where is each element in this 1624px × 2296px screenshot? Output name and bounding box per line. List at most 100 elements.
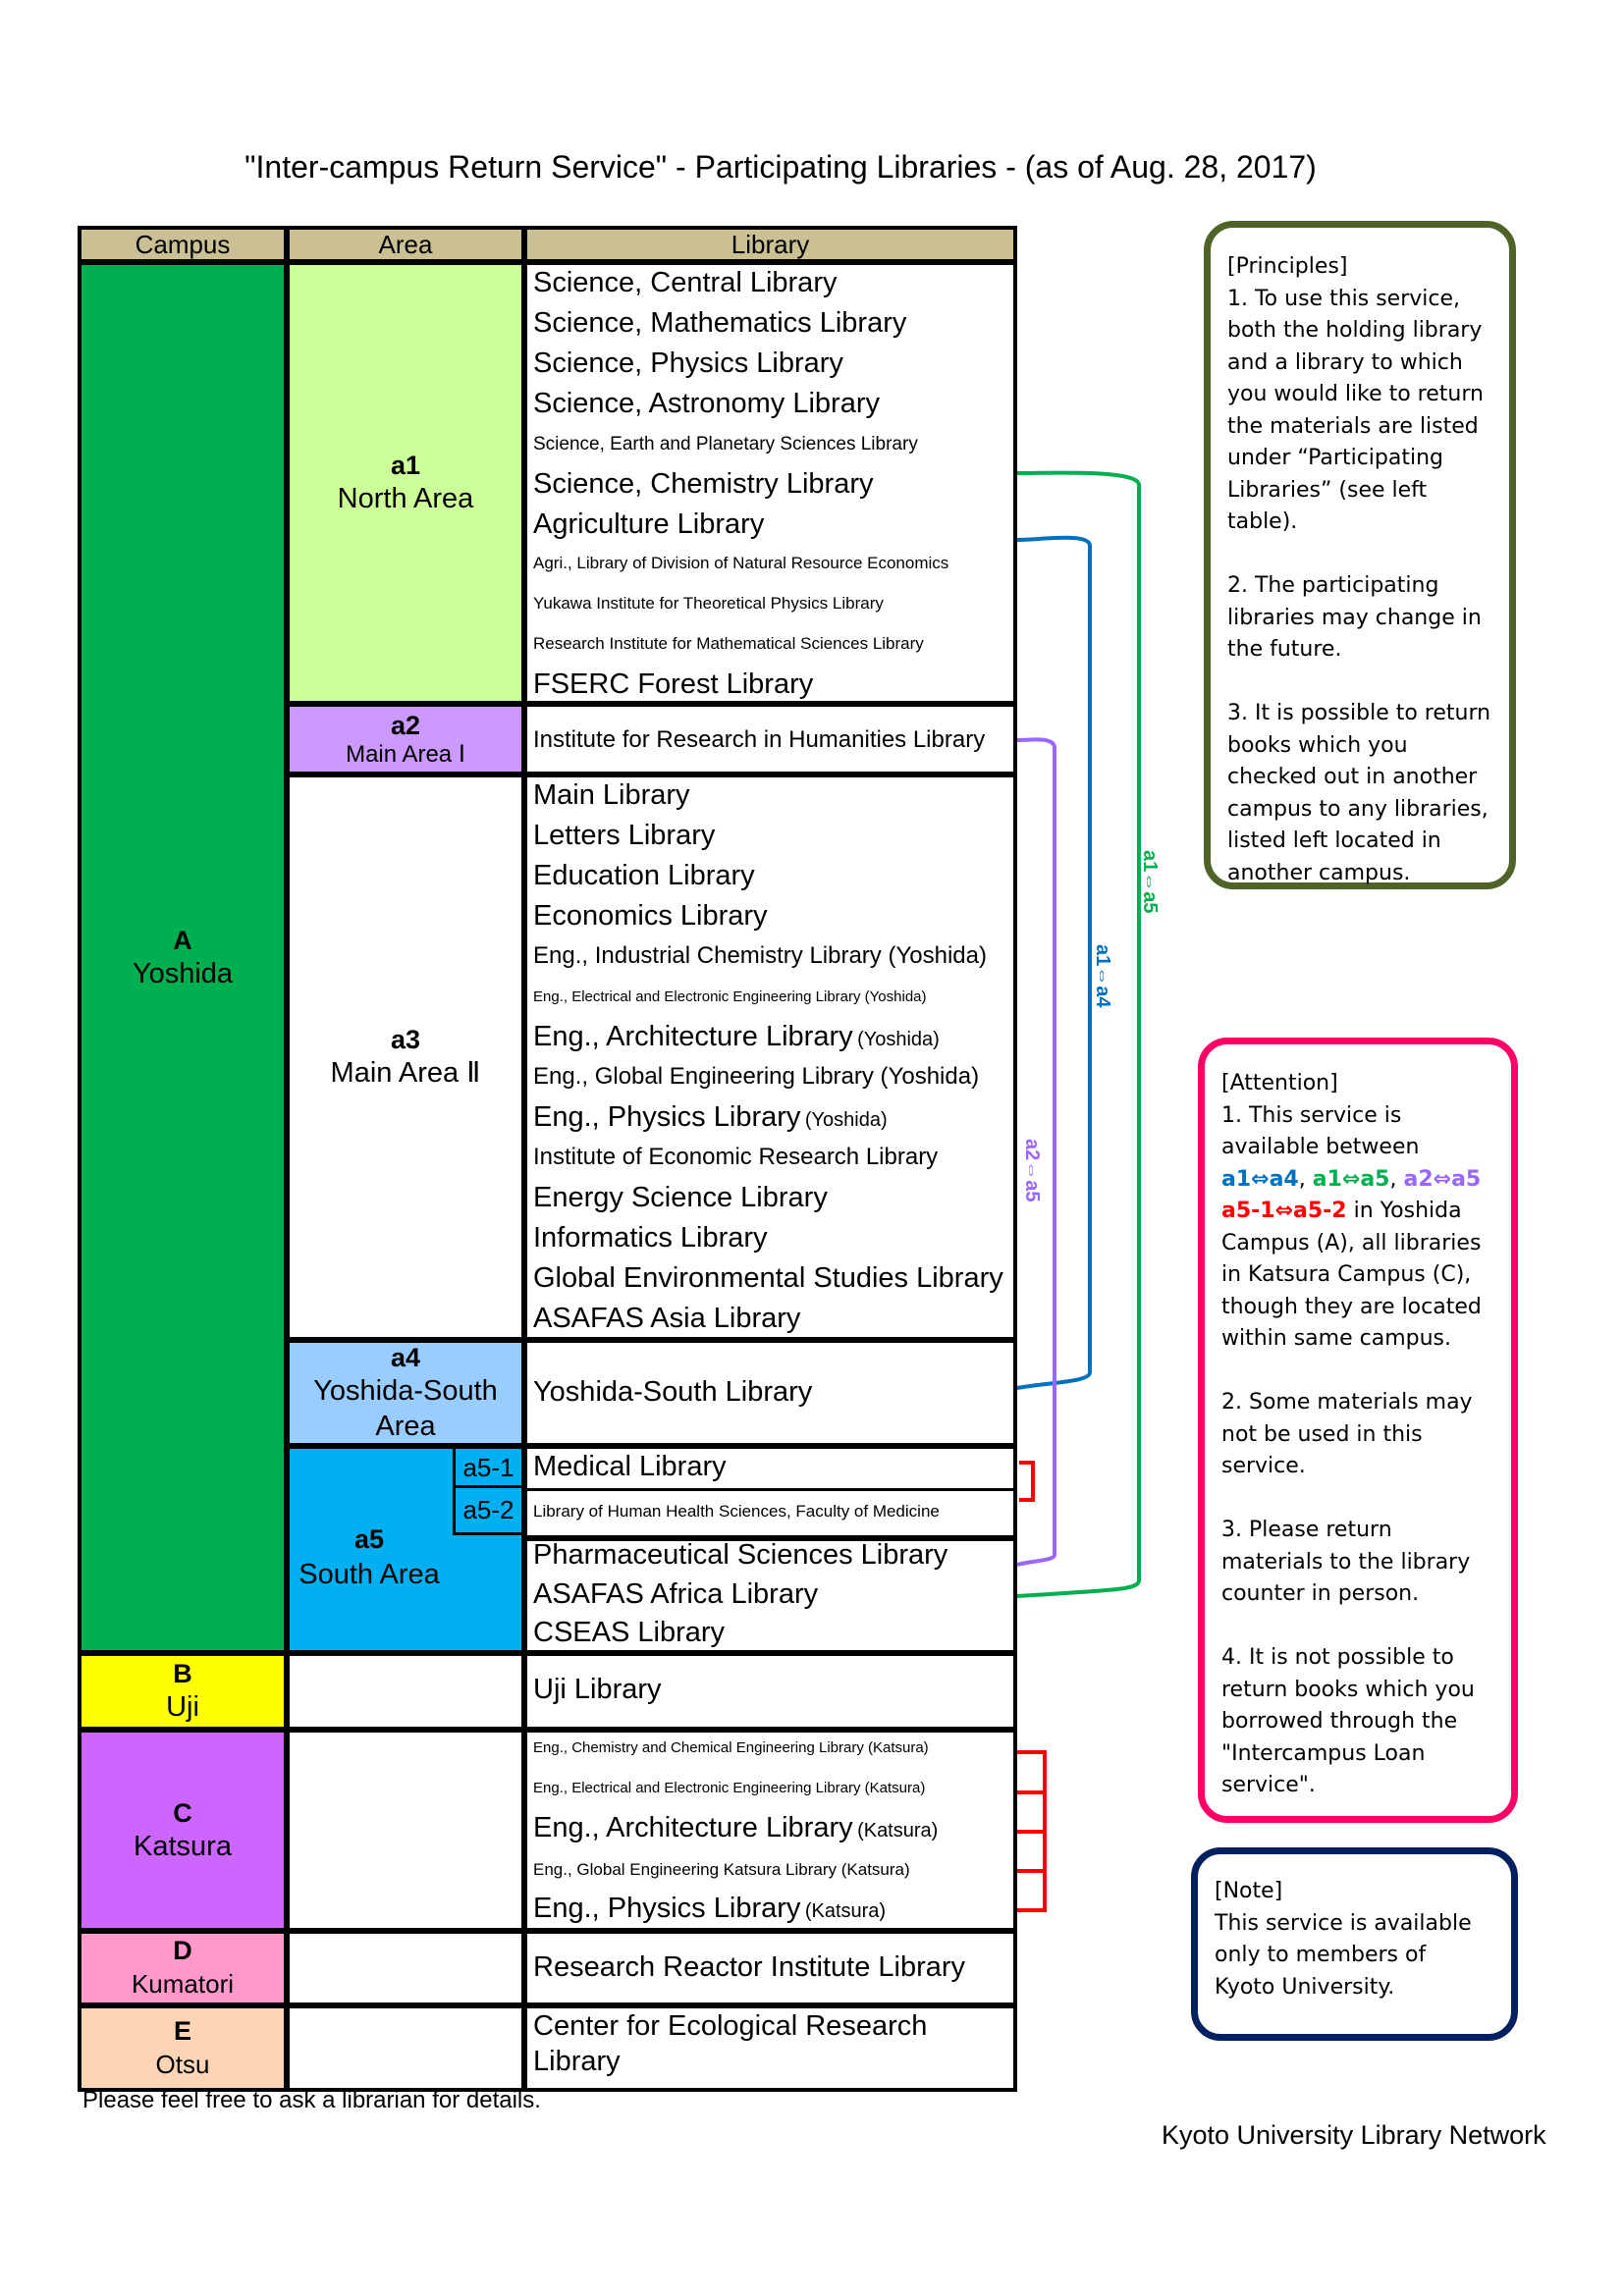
library-cell-a5: Pharmaceutical Sciences Library ASAFAS A… (527, 1539, 1013, 1650)
note-line: [Note] (1215, 1879, 1283, 1903)
library-name-with-suffix: Eng., Architecture Library (Katsura) (533, 1812, 938, 1844)
library-name: ASAFAS Asia Library (533, 1303, 801, 1334)
principles-line (1227, 539, 1495, 571)
pair-a1-a5: a1⇔a5 (1312, 1166, 1390, 1192)
library-name: Eng., Physics Library (533, 1101, 801, 1133)
area-code: a5 (353, 1524, 385, 1554)
attention-line (1221, 1356, 1497, 1388)
principles-line (1227, 667, 1495, 699)
attention-pairs: a1⇔a4, a1⇔a5, a2⇔a5 (1221, 1164, 1497, 1197)
library-name: Science, Astronomy Library (533, 388, 880, 419)
separator: , (1389, 1166, 1404, 1192)
library-cell-kumatori: Research Reactor Institute Library (527, 1934, 1013, 2002)
area-name: South Area (298, 1559, 440, 1590)
area-cell-a5: a5 South Area a5-1 a5-2 (290, 1449, 521, 1650)
attention-line: return books which you (1221, 1677, 1475, 1702)
area-code: a2 (390, 711, 421, 740)
area-header: Area (290, 230, 521, 259)
campus-name: Kumatori (131, 1969, 235, 1999)
principles-line: and a library to which (1227, 349, 1463, 375)
note-line: Kyoto University. (1215, 1974, 1395, 2000)
campus-cell-uji: B Uji (81, 1656, 284, 1727)
library-cell-a1: Science, Central Library Science, Mathem… (527, 265, 1013, 701)
attention-line: "Intercampus Loan (1221, 1740, 1426, 1766)
library-name: Energy Science Library (533, 1182, 828, 1213)
library-name: Eng., Global Engineering Library (Yoshid… (533, 1063, 980, 1090)
library-name: Yoshida-South Library (533, 1376, 813, 1408)
library-cell-katsura: Eng., Chemistry and Chemical Engineering… (527, 1733, 1013, 1928)
attention-line: available between (1221, 1135, 1420, 1159)
library-name: Science, Chemistry Library (533, 468, 874, 500)
campus-name: Uji (166, 1691, 199, 1723)
attention-heading: [Attention] (1221, 1071, 1338, 1095)
library-name: Letters Library (533, 820, 716, 851)
library-name: Eng., Global Engineering Katsura Library… (533, 1860, 910, 1879)
campus-cell-otsu: E Otsu (81, 2008, 284, 2088)
library-name: Eng., Chemistry and Chemical Engineering… (533, 1739, 929, 1756)
library-name: CSEAS Library (533, 1617, 726, 1648)
library-name: Library of Human Health Sciences, Facult… (533, 1502, 940, 1521)
connector-label-a2-a5: a2⇔a5 (1011, 1139, 1051, 1237)
library-cell-a5-sub: Medical Library Library of Human Health … (527, 1449, 1013, 1535)
library-name: Center for Ecological Research (533, 2010, 928, 2042)
campus-name: Yoshida (132, 957, 234, 989)
library-name-with-suffix: Eng., Physics Library (Katsura) (533, 1893, 886, 1925)
library-name: Eng., Architecture Library (533, 1812, 853, 1843)
area-code-a5-2: a5-2 (453, 1488, 521, 1535)
principles-line: libraries may change in (1227, 605, 1482, 630)
attention-line: 1. This service is (1221, 1102, 1402, 1128)
library-name: Education Library (533, 860, 755, 891)
campus-header: Campus (81, 230, 284, 259)
campus-code: A (173, 925, 192, 955)
library-cell-otsu: Center for Ecological Research Library (527, 2008, 1013, 2088)
library-cell-a3: Main Library Letters Library Education L… (527, 777, 1013, 1337)
library-name: Institute of Economic Research Library (533, 1144, 939, 1170)
campus-name: Otsu (155, 2049, 210, 2079)
footer-help-text: Please feel free to ask a librarian for … (82, 2087, 541, 2113)
area-cell-kumatori (290, 1934, 521, 2002)
library-name: Uji Library (533, 1674, 662, 1705)
library-name: Economics Library (533, 900, 768, 932)
library-cell-uji: Uji Library (527, 1656, 1013, 1727)
area-cell-uji (290, 1656, 521, 1727)
principles-line: listed left located in (1227, 828, 1441, 853)
library-name: Science, Physics Library (533, 347, 843, 379)
attention-line: counter in person. (1221, 1581, 1420, 1606)
connector-a1-a4 (1016, 535, 1092, 1390)
attention-line: 4. It is not possible to (1221, 1645, 1454, 1670)
library-cell-a4: Yoshida-South Library (527, 1343, 1013, 1443)
principles-text: [Principles]1. To use this service,both … (1227, 251, 1495, 889)
principles-line: another campus. (1227, 860, 1411, 885)
principles-line: [Principles] (1227, 254, 1348, 279)
attention-line: within same campus. (1221, 1326, 1451, 1351)
area-name: North Area (337, 483, 474, 514)
library-name: Medical Library (533, 1451, 727, 1482)
library-name: Agriculture Library (533, 508, 765, 540)
attention-line: materials to the library (1221, 1549, 1471, 1575)
library-header: Library (527, 230, 1013, 259)
library-suffix: (Katsura) (857, 1820, 939, 1842)
campus-cell-yoshida: A Yoshida (81, 265, 284, 1650)
area-cell-a3: a3 Main Area Ⅱ (290, 777, 521, 1337)
attention-line: Campus (A), all libraries (1221, 1230, 1482, 1255)
libraries-table: Campus Area Library A Yoshida B Uji C Ka… (78, 226, 1017, 2092)
principles-line: 2. The participating (1227, 573, 1439, 598)
connector-a1-a5 (1016, 470, 1141, 1598)
campus-name: Katsura (134, 1830, 232, 1862)
area-name: Main Area Ⅰ (346, 741, 465, 768)
campus-code: B (173, 1659, 192, 1688)
library-name: Eng., Architecture Library (533, 1021, 853, 1052)
campus-code: C (173, 1797, 192, 1828)
library-name: Institute for Research in Humanities Lib… (533, 726, 986, 753)
connector-label-a1-a5: a1⇔a5 (1129, 850, 1168, 948)
attention-text: in Yoshida (1346, 1199, 1462, 1223)
library-name: Eng., Electrical and Electronic Engineer… (533, 988, 927, 1005)
attention-line: 3. Please return (1221, 1518, 1392, 1542)
library-name: Eng., Electrical and Electronic Engineer… (533, 1780, 926, 1796)
principles-line: Libraries” (see left table). (1227, 477, 1428, 535)
campus-cell-kumatori: D Kumatori (81, 1934, 284, 2002)
principles-line: 3. It is possible to return (1227, 701, 1491, 725)
